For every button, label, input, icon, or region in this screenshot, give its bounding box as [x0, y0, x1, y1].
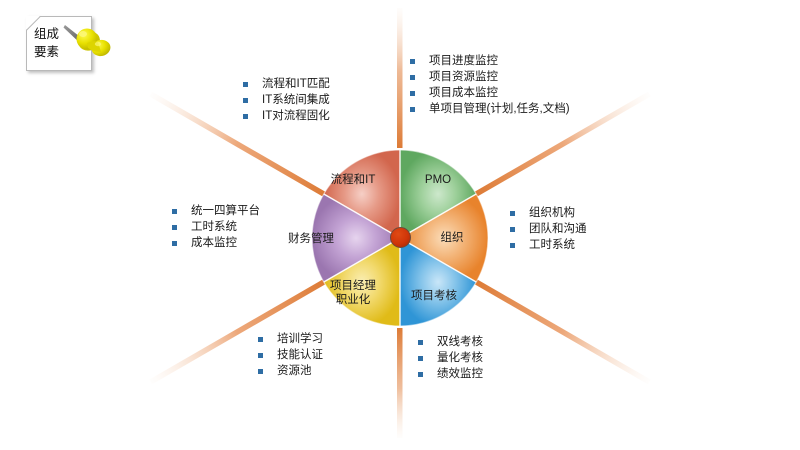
bullet-text: 量化考核 [437, 352, 483, 364]
note-card-text: 组成 要素 [34, 27, 60, 59]
bullet-text: 统一四算平台 [191, 205, 260, 217]
sector-process-it[interactable] [323, 150, 400, 238]
bullet-square-icon [410, 106, 415, 112]
wheel-rim [311, 149, 489, 327]
bullet-block-bottom-right: 双线考核 量化考核 绩效监控 [418, 334, 483, 382]
list-item: 统一四算平台 [172, 203, 260, 219]
bullet-text: 流程和IT匹配 [262, 78, 330, 90]
bullet-square-icon [172, 240, 177, 246]
bullet-square-icon [418, 355, 423, 361]
list-item: 资源池 [258, 363, 323, 379]
list-item: IT对流程固化 [243, 108, 330, 124]
bullet-block-top-left: 流程和IT匹配 IT系统间集成 IT对流程固化 [243, 76, 330, 124]
ray-upper-right [474, 91, 651, 197]
bullet-text: 项目资源监控 [429, 71, 498, 83]
list-item: 工时系统 [172, 219, 260, 235]
list-item: 双线考核 [418, 334, 483, 350]
ray-lower-right [474, 279, 651, 385]
bullet-square-icon [258, 336, 263, 342]
bullet-text: 团队和沟通 [529, 223, 587, 235]
bullet-square-icon [172, 224, 177, 230]
ray-up [397, 8, 403, 148]
pushpin-icon[interactable] [62, 20, 114, 66]
sector-dividers [323, 150, 477, 326]
bullet-block-bottom-left: 培训学习 技能认证 资源池 [258, 331, 323, 379]
bullet-square-icon [510, 226, 515, 232]
sector-pmo[interactable] [400, 150, 477, 238]
bullet-text: 绩效监控 [437, 368, 483, 380]
bullet-square-icon [410, 74, 415, 80]
bullet-text: 单项目管理(计划,任务,文档) [429, 103, 570, 115]
bullet-text: 工时系统 [191, 221, 237, 233]
list-item: 项目进度监控 [410, 53, 570, 69]
pie-wheel [311, 149, 489, 327]
bullet-square-icon [243, 97, 248, 103]
bullet-square-icon [243, 81, 248, 87]
bullet-text: 资源池 [277, 365, 312, 377]
bullet-block-middle-left: 统一四算平台 工时系统 成本监控 [172, 203, 260, 251]
list-item: 团队和沟通 [510, 221, 587, 237]
list-item: 项目资源监控 [410, 69, 570, 85]
bullet-square-icon [172, 208, 177, 214]
list-item: 成本监控 [172, 235, 260, 251]
bullet-square-icon [418, 339, 423, 345]
bullet-text: 项目成本监控 [429, 87, 498, 99]
bullet-block-top-right: 项目进度监控 项目资源监控 项目成本监控 单项目管理(计划,任务,文档) [410, 53, 570, 117]
list-item: 项目成本监控 [410, 85, 570, 101]
bullet-text: 技能认证 [277, 349, 323, 361]
bullet-text: 组织机构 [529, 207, 575, 219]
ray-down [397, 328, 403, 438]
list-item: 工时系统 [510, 237, 587, 253]
bullet-square-icon [510, 210, 515, 216]
list-item: 技能认证 [258, 347, 323, 363]
list-item: 量化考核 [418, 350, 483, 366]
bullet-square-icon [418, 371, 423, 377]
bullet-square-icon [258, 368, 263, 374]
ray-lower-left [149, 279, 326, 385]
sector-pm-professional[interactable] [323, 238, 400, 326]
bullet-square-icon [243, 113, 248, 119]
list-item: IT系统间集成 [243, 92, 330, 108]
list-item: 流程和IT匹配 [243, 76, 330, 92]
sector-finance[interactable] [312, 194, 400, 282]
list-item: 单项目管理(计划,任务,文档) [410, 101, 570, 117]
list-item: 培训学习 [258, 331, 323, 347]
ray-upper-left [149, 91, 326, 197]
bullet-square-icon [410, 58, 415, 64]
bullet-square-icon [510, 242, 515, 248]
bullet-square-icon [258, 352, 263, 358]
bullet-text: 成本监控 [191, 237, 237, 249]
bullet-square-icon [410, 90, 415, 96]
bullet-text: IT系统间集成 [262, 94, 330, 106]
bullet-text: 工时系统 [529, 239, 575, 251]
bullet-text: 项目进度监控 [429, 55, 498, 67]
bullet-text: 培训学习 [277, 333, 323, 345]
bullet-text: 双线考核 [437, 336, 483, 348]
list-item: 绩效监控 [418, 366, 483, 382]
list-item: 组织机构 [510, 205, 587, 221]
sector-appraisal[interactable] [400, 238, 477, 326]
bullet-text: IT对流程固化 [262, 110, 330, 122]
hub-circle [390, 227, 411, 248]
sector-org[interactable] [400, 194, 488, 282]
note-card[interactable]: 组成 要素 [26, 16, 92, 71]
bullet-block-middle-right: 组织机构 团队和沟通 工时系统 [510, 205, 587, 253]
